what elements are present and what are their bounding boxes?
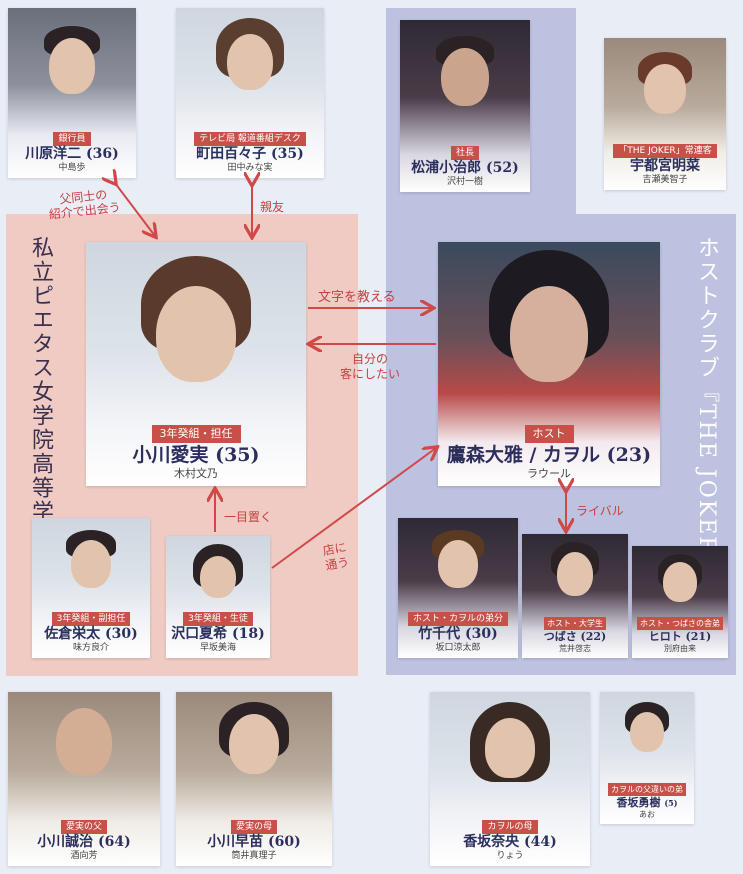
character-card-sakura[interactable]: 3年癸組・副担任 佐倉栄太 (30) 味方良介 — [32, 518, 150, 658]
role-badge: 銀行員 — [53, 132, 91, 146]
role-badge: 3年癸組・担任 — [151, 425, 241, 443]
character-name: つばさ (22) — [543, 630, 607, 643]
school-zone-label: 私立ピエタス女学院高等学校 — [28, 236, 53, 548]
role-badge: 愛実の母 — [230, 820, 277, 834]
actor-name: 中島歩 — [58, 163, 86, 173]
character-name: 佐倉栄太 (30) — [44, 626, 138, 642]
portrait-photo — [430, 692, 590, 866]
portrait-photo — [166, 536, 270, 658]
character-name: 香坂奈央 (44) — [463, 834, 557, 850]
role-badge: 「THE JOKER」常連客 — [613, 144, 717, 158]
character-card-ogawa-sanae[interactable]: 愛実の母 小川早苗 (60) 筒井真理子 — [176, 692, 332, 866]
actor-name: 木村文乃 — [174, 467, 218, 480]
character-card-machida[interactable]: テレビ局 報道番組デスク 町田百々子 (35) 田中みな実 — [176, 8, 324, 178]
role-badge: 愛実の父 — [60, 820, 107, 834]
portrait-photo — [600, 692, 694, 824]
character-name: 竹千代 (30) — [418, 626, 498, 642]
portrait-photo — [400, 20, 530, 192]
role-badge: ホスト・つばさの舎弟 — [637, 617, 723, 630]
character-name: 町田百々子 (35) — [196, 146, 304, 162]
character-card-utsunomiya[interactable]: 「THE JOKER」常連客 宇都宮明菜 吉瀬美智子 — [604, 38, 726, 190]
role-badge: 3年癸組・生徒 — [183, 612, 253, 626]
character-card-kousaka-nao[interactable]: カヲルの母 香坂奈央 (44) りょう — [430, 692, 590, 866]
actor-name: 別府由来 — [664, 644, 696, 653]
portrait-photo — [632, 546, 728, 658]
character-card-ogawa-ami[interactable]: 3年癸組・担任 小川愛実 (35) 木村文乃 — [86, 242, 306, 486]
character-name: 沢口夏希 (18) — [171, 626, 265, 642]
portrait-photo — [32, 518, 150, 658]
character-name: 香坂勇樹 (5) — [616, 796, 678, 809]
actor-name: 早坂美海 — [199, 643, 236, 653]
portrait-photo — [86, 242, 306, 486]
portrait-photo — [8, 692, 160, 866]
character-card-tsubasa[interactable]: ホスト・大学生 つばさ (22) 荒井啓志 — [522, 534, 628, 658]
character-card-takechiyo[interactable]: ホスト・カヲルの弟分 竹千代 (30) 坂口涼太郎 — [398, 518, 518, 658]
role-badge: カヲルの母 — [482, 820, 538, 834]
host-club-zone-label: ホストクラブ『THE JOKER』 — [694, 236, 719, 579]
character-card-sawaguchi[interactable]: 3年癸組・生徒 沢口夏希 (18) 早坂美海 — [166, 536, 270, 658]
character-card-takamori[interactable]: ホスト 鷹森大雅 / カヲル (23) ラウール — [438, 242, 660, 486]
role-badge: ホスト — [524, 425, 574, 443]
character-name: 小川早苗 (60) — [207, 834, 301, 850]
actor-name: 味方良介 — [72, 643, 109, 653]
relation-label-customer: 自分の 客にしたい — [340, 352, 401, 381]
portrait-photo — [176, 692, 332, 866]
actor-name: 筒井真理子 — [231, 851, 277, 861]
character-card-hiroto[interactable]: ホスト・つばさの舎弟 ヒロト (21) 別府由来 — [632, 546, 728, 658]
character-name: 鷹森大雅 / カヲル (23) — [446, 444, 652, 466]
actor-name: りょう — [496, 851, 524, 861]
role-badge: テレビ局 報道番組デスク — [194, 132, 306, 146]
role-badge: 社長 — [450, 146, 479, 160]
portrait-photo — [604, 38, 726, 190]
character-name: 宇都宮明菜 — [630, 158, 700, 174]
actor-name: 沢村一樹 — [446, 177, 483, 187]
actor-name: 酒向芳 — [70, 851, 98, 861]
actor-name: 荒井啓志 — [559, 644, 591, 653]
character-card-ogawa-seiji[interactable]: 愛実の父 小川誠治 (64) 酒向芳 — [8, 692, 160, 866]
relation-label-friend: 親友 — [260, 200, 285, 214]
role-badge: カヲルの父違いの弟 — [608, 783, 686, 796]
relation-label-rival: ライバル — [576, 504, 624, 518]
character-name: 小川誠治 (64) — [37, 834, 131, 850]
character-name: 小川愛実 (35) — [132, 444, 260, 466]
relation-label-respect: 一目置く — [224, 510, 273, 524]
character-card-kawahara[interactable]: 銀行員 川原洋二 (36) 中島歩 — [8, 8, 136, 178]
portrait-photo — [522, 534, 628, 658]
actor-name: ラウール — [527, 467, 571, 480]
actor-name: 吉瀬美智子 — [642, 175, 688, 185]
actor-name: あお — [639, 810, 655, 819]
character-card-kousaka-yuki[interactable]: カヲルの父違いの弟 香坂勇樹 (5) あお — [600, 692, 694, 824]
actor-name: 田中みな実 — [227, 163, 273, 173]
actor-name: 坂口涼太郎 — [435, 643, 481, 653]
relation-label-visit: 店に 通う — [321, 540, 351, 573]
portrait-photo — [438, 242, 660, 486]
character-name: ヒロト (21) — [648, 630, 712, 643]
role-badge: ホスト・大学生 — [544, 617, 606, 630]
character-name: 松浦小治郎 (52) — [411, 160, 519, 176]
character-card-matsuura[interactable]: 社長 松浦小治郎 (52) 沢村一樹 — [400, 20, 530, 192]
portrait-photo — [176, 8, 324, 178]
relation-label-teach: 文字を教える — [318, 290, 396, 305]
role-badge: 3年癸組・副担任 — [51, 612, 131, 626]
role-badge: ホスト・カヲルの弟分 — [407, 612, 508, 626]
portrait-photo — [8, 8, 136, 178]
character-name: 川原洋二 (36) — [25, 146, 119, 162]
